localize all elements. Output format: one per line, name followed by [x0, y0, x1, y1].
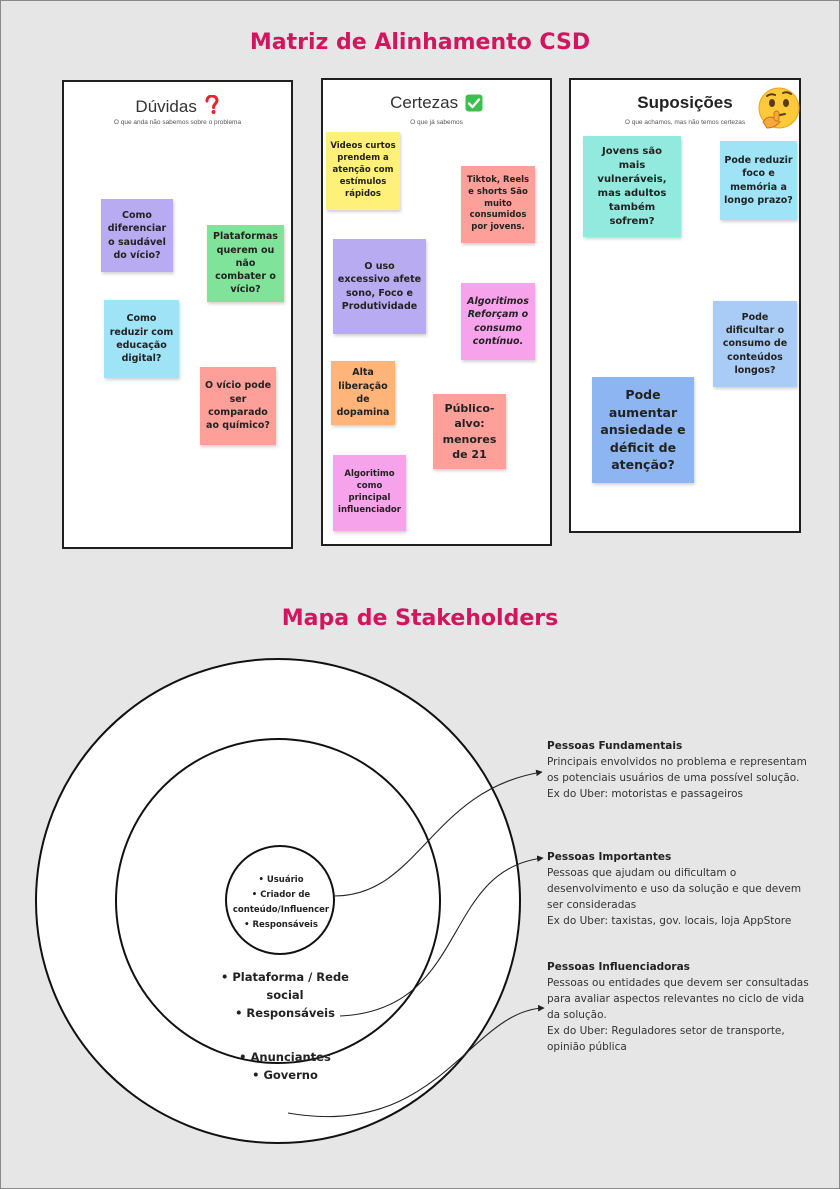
group-importantes: Pessoas Importantes Pessoas que ajudam o… [547, 849, 827, 929]
group-line: Ex do Uber: motoristas e passageiros [547, 788, 743, 800]
sticky-note[interactable]: O vício pode ser comparado ao químico? [200, 367, 276, 445]
duvidas-title-text: Dúvidas [135, 97, 197, 116]
thinking-face-icon [758, 87, 800, 129]
sticky-note[interactable]: Pode reduzir foco e memória a longo praz… [720, 141, 797, 220]
sticky-note[interactable]: Como diferenciar o saudável do vício? [101, 199, 173, 272]
group-line: da solução. [547, 1009, 607, 1021]
stakeholder-item: • Usuário [258, 875, 304, 885]
sticky-note[interactable]: Jovens são mais vulneráveis, mas adultos… [583, 136, 681, 237]
sticky-note[interactable]: Videos curtos prendem a atenção com estí… [326, 132, 400, 210]
sticky-note[interactable]: Algoritimo como principal influenciador [333, 455, 406, 531]
group-line: os potenciais usuários de uma possível s… [547, 772, 800, 784]
group-line: Pessoas que ajudam ou dificultam o [547, 867, 737, 879]
panel-suposicoes-subtitle: O que achamos, mas não temos certezas [624, 119, 746, 126]
stakeholder-item: • Criador de conteúdo/Influencer [232, 890, 330, 915]
group-line: Pessoas ou entidades que devem ser consu… [547, 977, 809, 989]
csd-title: Matriz de Alinhamento CSD [249, 30, 591, 55]
question-mark-icon [205, 94, 219, 114]
group-line: Principais envolvidos no problema e repr… [547, 756, 807, 768]
certezas-title-text: Certezas [390, 93, 459, 112]
group-line: para avaliar aspectos relevantes no cicl… [547, 993, 805, 1005]
panel-certezas-title: Certezas [323, 93, 550, 113]
check-mark-icon [465, 94, 483, 112]
group-line: Ex do Uber: Reguladores setor de transpo… [547, 1025, 785, 1037]
middle-ring-labels: • Plataforma / Rede social • Responsávei… [215, 968, 355, 1022]
stakeholder-item: • Responsáveis [244, 920, 318, 930]
group-line: ser consideradas [547, 899, 637, 911]
sticky-note[interactable]: Pode aumentar ansiedade e déficit de ate… [592, 377, 694, 483]
sticky-note[interactable]: Algoritimos Reforçam o consumo contínuo. [461, 283, 535, 360]
stakeholder-item: • Governo [252, 1068, 318, 1082]
panel-certezas-subtitle: O que já sabemos [410, 119, 463, 126]
inner-ring-labels: • Usuário • Criador de conteúdo/Influenc… [226, 873, 336, 933]
sticky-note[interactable]: Público-alvo: menores de 21 [433, 394, 506, 469]
group-line: desenvolvimento e uso da solução e que d… [547, 883, 802, 895]
stakeholder-item: • Anunciantes [239, 1050, 331, 1064]
stakeholders-title: Mapa de Stakeholders [281, 606, 559, 631]
stakeholder-item: • Plataforma / Rede social [221, 970, 349, 1002]
outer-ring-labels: • Anunciantes • Governo [215, 1048, 355, 1084]
group-heading: Pessoas Importantes [547, 851, 672, 863]
panel-suposicoes-title: Suposições [637, 93, 733, 112]
panel-duvidas-subtitle: O que anda não sabemos sobre o problema [113, 119, 242, 126]
sticky-note[interactable]: Alta liberação de dopamina [331, 361, 395, 425]
group-heading: Pessoas Influenciadoras [547, 961, 690, 973]
panel-duvidas-title: Dúvidas [64, 94, 291, 117]
sticky-note[interactable]: Como reduzir com educação digital? [104, 300, 179, 378]
group-influenciadoras: Pessoas Influenciadoras Pessoas ou entid… [547, 959, 827, 1055]
group-heading: Pessoas Fundamentais [547, 740, 683, 752]
stakeholder-item: • Responsáveis [235, 1006, 335, 1020]
group-line: opinião pública [547, 1041, 627, 1053]
group-fundamentais: Pessoas Fundamentais Principais envolvid… [547, 738, 827, 802]
sticky-note[interactable]: O uso excessivo afete sono, Foco e Produ… [333, 239, 426, 334]
sticky-note[interactable]: Tiktok, Reels e shorts São muito consumi… [461, 166, 535, 243]
sticky-note[interactable]: Pode dificultar o consumo de conteúdos l… [713, 301, 797, 387]
sticky-note[interactable]: Plataformas querem ou não combater o víc… [207, 225, 284, 302]
group-line: Ex do Uber: taxistas, gov. locais, loja … [547, 915, 792, 927]
